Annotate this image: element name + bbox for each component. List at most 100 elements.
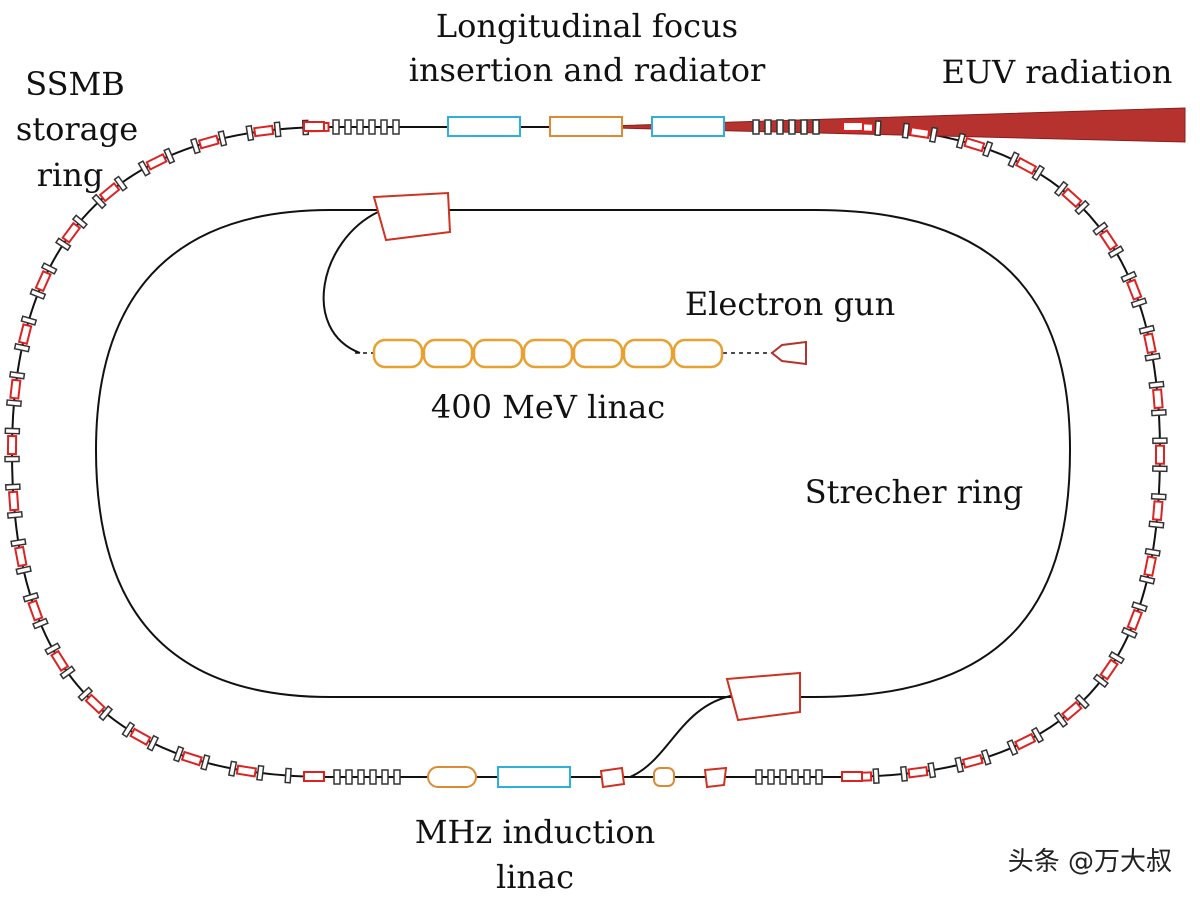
quadrupole-magnet [776, 119, 784, 135]
quadrupole-magnet [955, 132, 966, 150]
quadrupole-magnet [1053, 711, 1069, 728]
watermark: 头条 @万大叔 [1008, 847, 1172, 877]
quadrupole-magnet [393, 769, 401, 785]
dipole-magnet [909, 126, 931, 139]
quadrupole-magnet [284, 767, 292, 784]
dipole-magnet [129, 727, 152, 746]
quadrupole-group [303, 119, 400, 135]
quadrupole-magnet [345, 769, 353, 785]
quadrupole-magnet [369, 769, 377, 785]
quadrupole-magnet [189, 137, 201, 155]
quadrupole-magnet [344, 119, 352, 135]
dipole-magnet [841, 771, 863, 782]
quadrupole-magnet [6, 510, 23, 519]
quadrupole-magnet [981, 140, 994, 158]
quadrupole-magnet [1107, 245, 1125, 259]
mhz-induction-label-line1: MHz induction [415, 813, 656, 851]
quadrupole-magnet [788, 119, 796, 135]
linac-400mev [355, 338, 807, 369]
electron-gun-label: Electron gun [685, 285, 895, 323]
dipole-magnet [961, 753, 984, 769]
injection-kicker-2 [703, 766, 728, 789]
quadrupole-magnet [1131, 601, 1148, 613]
quadrupole-magnet [356, 119, 364, 135]
dipole-magnet [253, 124, 275, 138]
quadrupole-magnet [273, 121, 282, 138]
linac-cavity [572, 338, 624, 369]
quadrupole-magnet [1152, 437, 1168, 445]
quadrupole-magnet [20, 315, 38, 326]
quadrupole-magnet [13, 342, 31, 353]
quadrupole-magnet [8, 370, 26, 380]
quadrupole-magnet [381, 769, 389, 785]
ssmb-label-line2: storage [16, 110, 138, 148]
dipole-magnet [1098, 228, 1119, 252]
quadrupole-magnet [44, 642, 61, 656]
quadrupole-magnet [217, 130, 228, 147]
quadrupole-magnet [54, 237, 72, 252]
quadrupole-magnet [59, 665, 76, 680]
quadrupole-magnet [4, 455, 20, 463]
quadrupole-magnet [1121, 626, 1138, 639]
injection-kicker-1 [599, 766, 626, 789]
quadrupole-magnet [357, 769, 365, 785]
dipole-magnet [1143, 332, 1157, 355]
quadrupole-magnet [755, 769, 763, 785]
linac-400-label: 400 MeV linac [431, 388, 665, 426]
quadrupole-magnet [15, 565, 32, 576]
quadrupole-magnet [121, 721, 136, 738]
quadrupole-magnet [368, 119, 376, 135]
quadrupole-magnet [200, 754, 211, 771]
strecher-ring [94, 209, 1072, 698]
quadrupole-magnet [800, 119, 808, 135]
quadrupole-magnet [91, 193, 107, 210]
longitudinal-focus-label-line2: insertion and radiator [409, 51, 766, 89]
quadrupole-magnet [10, 538, 27, 548]
quadrupole-magnet [4, 483, 21, 491]
dipole-magnet [1126, 608, 1144, 631]
quadrupole-magnet [872, 768, 880, 784]
quadrupole-magnet [113, 175, 128, 192]
ssmb-storage-ring [10, 126, 1162, 778]
rf-cavity-small [653, 767, 675, 787]
dipole-magnet [9, 378, 22, 400]
dipole-magnet [842, 121, 864, 132]
quadrupole-magnet [32, 617, 49, 630]
quadrupole-magnet [812, 119, 820, 135]
quadrupole-magnet [392, 119, 400, 135]
quadrupole-magnet [333, 769, 341, 785]
quadrupole-magnet [1030, 726, 1045, 744]
dipole-magnet [1154, 444, 1166, 465]
dipole-magnet [197, 134, 220, 150]
quadrupole-magnet [1144, 352, 1161, 362]
quadrupole-magnet [1138, 574, 1156, 585]
dipole-magnet [1152, 388, 1164, 410]
dipole-magnet [1014, 156, 1038, 176]
quadrupole-magnet [71, 214, 88, 230]
ssmb-label-line3: ring [37, 156, 104, 194]
quadrupole-magnet [899, 765, 909, 782]
linac-cavity [422, 338, 474, 369]
linac-cavity [522, 338, 574, 369]
quadrupole-magnet [1031, 164, 1046, 182]
dipole-magnet [7, 490, 20, 512]
dipole-magnet [1099, 658, 1119, 681]
dipole-magnet [963, 136, 986, 153]
dipole-magnet [1125, 278, 1143, 301]
quadrupole-magnet [1144, 547, 1161, 557]
dipole-magnet [303, 121, 325, 132]
dipole-magnet [84, 693, 106, 715]
quadrupole-magnet [1148, 520, 1165, 529]
quadrupole-magnet [256, 764, 265, 782]
quadrupole-magnet [815, 769, 823, 785]
top-straight-section [303, 116, 864, 137]
dipole-magnet [1013, 732, 1037, 751]
quadrupole-magnet [1138, 324, 1156, 335]
dipole-magnet [1151, 500, 1164, 522]
quadrupole-magnet [767, 769, 775, 785]
linac-cavity [672, 338, 724, 369]
bottom-straight-section [303, 766, 863, 789]
dipole-magnet [303, 771, 325, 782]
dipole-magnet [61, 221, 82, 244]
